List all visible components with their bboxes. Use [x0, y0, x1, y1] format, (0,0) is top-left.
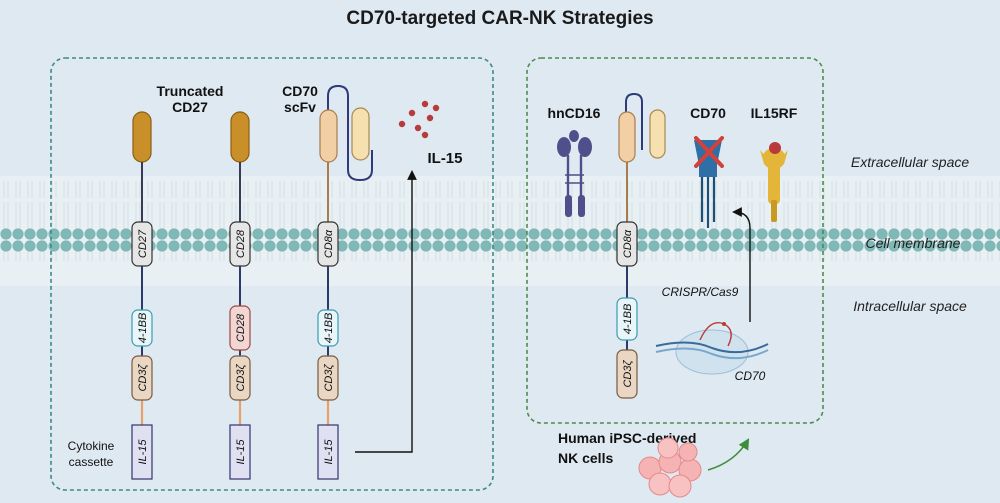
il15-cassette [131, 424, 153, 480]
cd3z-domain-2 [229, 355, 251, 401]
construct-3-domain-4: IL-15 [323, 439, 335, 465]
car-receptor-icon [618, 92, 666, 350]
construct-3-header-line1: CD70 [282, 83, 318, 99]
cd27-tm-domain [131, 221, 153, 267]
cd27-extracellular-domain [132, 111, 152, 163]
construct-cd70-scfv: CD70 scFv CD8α 4-1BB CD3ζ IL-15 [282, 83, 373, 480]
il15rf-receptor-icon [760, 142, 788, 222]
ipsc-label-line2: NK cells [558, 450, 613, 466]
construct-1-header-line1: Truncated [157, 83, 224, 99]
cd16-receptor-icon [557, 130, 592, 217]
cd27-extracellular-domain-2 [230, 111, 250, 163]
construct-1-domain-3: CD3ζ [137, 364, 149, 392]
il15rf-label: IL15RF [751, 105, 798, 121]
construct-3-domain-3: CD3ζ [323, 364, 335, 392]
left-panel [50, 57, 494, 491]
region-extracellular: Extracellular space [851, 154, 969, 170]
ipsc-arrow [707, 438, 750, 471]
il15-cassette-3 [317, 424, 339, 480]
cd3z-domain [131, 355, 153, 401]
construct-truncated-cd27: Truncated CD27 CD27 4-1BB CD3ζ IL-15 [131, 83, 224, 480]
construct-2-domain-4: IL-15 [235, 439, 247, 465]
cd3z-domain-3 [317, 355, 339, 401]
cd8a-tm-domain [317, 221, 339, 267]
region-intracellular: Intracellular space [853, 298, 967, 314]
cd70-label: CD70 [690, 105, 726, 121]
scfv-linker [327, 84, 373, 182]
cytokine-label-line1: Cytokine [68, 439, 115, 453]
il15-label: IL-15 [427, 150, 462, 167]
lower-lipid-heads [0, 182, 1000, 214]
right-panel [526, 57, 824, 424]
right-domain-1: CD8α [622, 229, 634, 258]
cd28-costim-domain [229, 305, 251, 351]
hncd16-label: hnCD16 [548, 105, 601, 121]
right-cd3z-domain [616, 349, 638, 399]
region-membrane: Cell membrane [866, 235, 961, 251]
il15-molecules-icon [398, 100, 440, 139]
construct-3-domain-2: 4-1BB [323, 313, 335, 344]
construct-cd28: CD28 CD28 CD3ζ IL-15 [229, 111, 251, 480]
construct-1-domain-4: IL-15 [137, 439, 149, 465]
construct-1-domain-2: 4-1BB [137, 313, 149, 344]
cytokine-label-line2: cassette [69, 455, 114, 469]
right-4-1bb-domain [616, 297, 638, 341]
construct-3-domain-1: CD8α [323, 229, 335, 258]
page-title: CD70-targeted CAR-NK Strategies [346, 8, 653, 29]
construct-1-domain-1: CD27 [137, 229, 149, 258]
cd70-gene-label: CD70 [735, 369, 766, 383]
crispr-arrow [732, 207, 751, 322]
crispr-cas9-icon [655, 322, 769, 375]
scfv-vh [319, 109, 338, 163]
crispr-label: CRISPR/Cas9 [662, 285, 739, 299]
construct-2-domain-2: CD28 [235, 313, 247, 342]
right-domain-2: 4-1BB [622, 304, 634, 335]
ipsc-cell-cluster-icon [638, 437, 702, 498]
scfv-vl [351, 107, 370, 161]
il15-cassette-2 [229, 424, 251, 480]
lipid-bilayer [0, 181, 1000, 261]
construct-2-domain-1: CD28 [235, 229, 247, 258]
right-cd8a-domain [616, 221, 638, 267]
4-1bb-domain [131, 309, 153, 347]
construct-2-domain-3: CD3ζ [235, 364, 247, 392]
construct-1-header-line2: CD27 [172, 99, 208, 115]
cd28-tm-domain [229, 221, 251, 267]
cd70-knockout-icon [694, 136, 724, 228]
construct-3-header-line2: scFv [284, 99, 316, 115]
4-1bb-domain-3 [317, 309, 339, 347]
il15-secretion-arrow [355, 170, 417, 453]
right-domain-3: CD3ζ [622, 360, 634, 388]
